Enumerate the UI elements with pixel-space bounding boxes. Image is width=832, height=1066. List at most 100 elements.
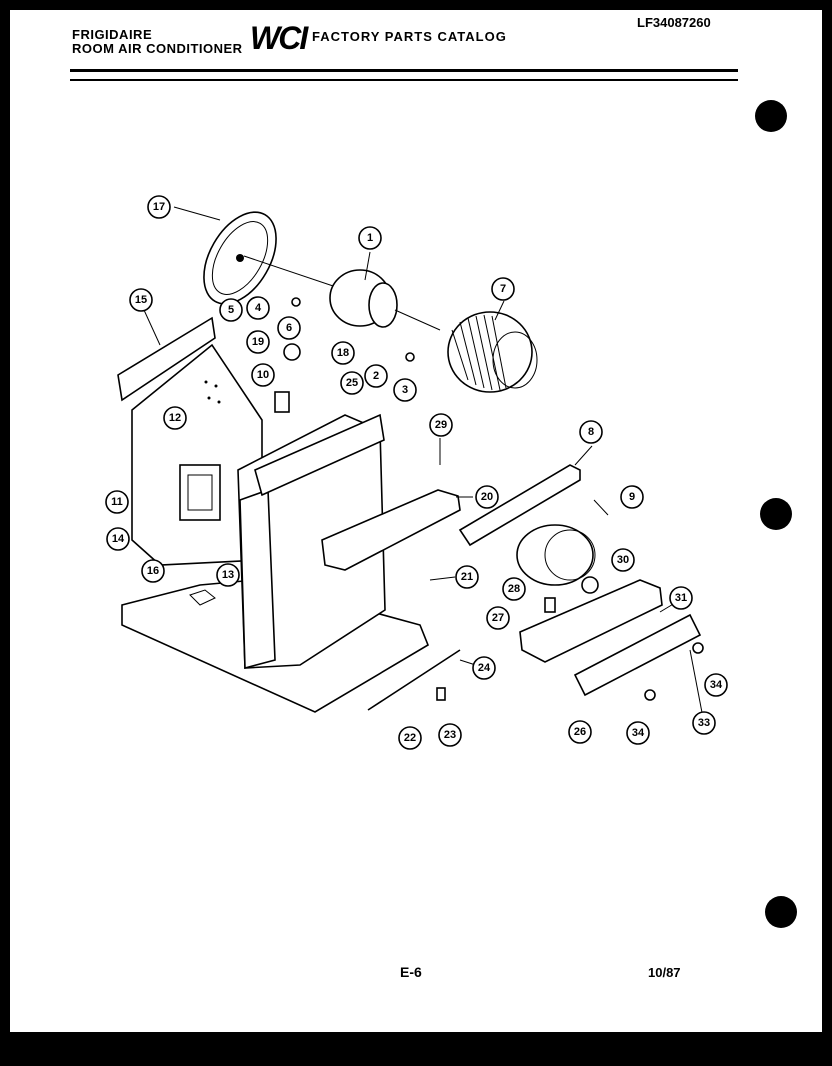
binder-hole-middle [760,498,792,530]
callout-circle [704,673,728,697]
callout-circle [438,723,462,747]
washer [291,297,301,307]
callout-label: 34 [710,679,723,691]
callout-circle [331,341,355,365]
callout-15: 15 [129,288,153,312]
header-rule [70,69,738,72]
callout-circle [105,490,129,514]
capacitor [274,391,290,413]
callout-label: 14 [112,533,125,545]
callout-label: 22 [404,732,416,744]
callout-12: 12 [163,406,187,430]
callout-circle [502,577,526,601]
frame-top-rail [254,413,385,497]
callout-circle [620,485,644,509]
callout-26: 26 [568,720,592,744]
support-bracket [321,489,461,571]
revision-date: 10/87 [648,965,681,980]
callout-label: 13 [222,569,234,581]
callout-25: 25 [340,371,364,395]
washer [405,352,415,362]
hex-nut [644,689,656,701]
callout-label: 21 [461,571,473,583]
blower-housing-top [458,464,581,547]
callout-10: 10 [251,363,275,387]
callout-label: 28 [508,583,520,595]
blower-scroll-inlet [544,529,596,581]
callout-circle [611,548,635,572]
callout-circle [364,364,388,388]
callout-label: 3 [402,384,408,396]
callout-circle [251,363,275,387]
hex-nut [692,642,704,654]
callout-circle [106,527,130,551]
frame-column-left [239,488,276,670]
callout-13: 13 [216,563,240,587]
callout-label: 7 [500,283,506,295]
thermostat-bulb [283,343,301,361]
blower-wheel-opening [492,331,538,389]
callout-circle [358,226,382,250]
callout-8: 8 [579,420,603,444]
callout-circle [147,195,171,219]
callout-label: 5 [228,304,234,316]
callout-label: 4 [255,302,262,314]
callout-label: 16 [147,565,159,577]
callout-30: 30 [611,548,635,572]
callout-circle [429,413,453,437]
callout-34: 34 [704,673,728,697]
callout-3: 3 [393,378,417,402]
wiring-harness [367,649,461,711]
model-number: LF34087260 [637,15,711,30]
callout-label: 26 [574,726,586,738]
page-number: E-6 [400,964,422,980]
bulkhead-top [117,316,216,402]
callout-label: 2 [373,370,379,382]
bulkhead-hole [207,396,211,400]
callout-34: 34 [626,721,650,745]
callout-label: 23 [444,729,456,741]
switch-knob [544,597,556,613]
callout-28: 28 [502,577,526,601]
callout-16: 16 [141,559,165,583]
control-box [179,464,221,521]
callout-circle [141,559,165,583]
callout-label: 18 [337,347,349,359]
callout-7: 7 [491,277,515,301]
callout-label: 8 [588,426,594,438]
callout-9: 9 [620,485,644,509]
callout-label: 20 [481,491,493,503]
callout-label: 34 [632,727,645,739]
product-line: ROOM AIR CONDITIONER [72,41,243,56]
control-box-window [187,474,213,511]
callout-label: 24 [478,662,491,674]
catalog-title: FACTORY PARTS CATALOG [312,29,507,44]
callout-14: 14 [106,527,130,551]
callout-6: 6 [277,316,301,340]
callout-label: 30 [617,554,629,566]
bulkhead-hole [214,384,218,388]
callout-19: 19 [246,330,270,354]
callout-label: 9 [629,491,635,503]
callout-circle [455,565,479,589]
callout-label: 33 [698,717,710,729]
callout-circle [475,485,499,509]
callout-11: 11 [105,490,129,514]
callout-circle [491,277,515,301]
callout-33: 33 [692,711,716,735]
callout-1: 1 [358,226,382,250]
callout-24: 24 [472,656,496,680]
bulkhead-hole [204,380,208,384]
callout-2: 2 [364,364,388,388]
callout-circle [579,420,603,444]
callout-label: 12 [169,412,181,424]
callout-label: 27 [492,612,504,624]
callout-circle [246,330,270,354]
callout-20: 20 [475,485,499,509]
header-rule-secondary [70,79,738,81]
callout-21: 21 [455,565,479,589]
callout-circle [246,296,270,320]
callout-circle [398,726,422,750]
callout-17: 17 [147,195,171,219]
binder-hole-bottom [765,896,797,928]
